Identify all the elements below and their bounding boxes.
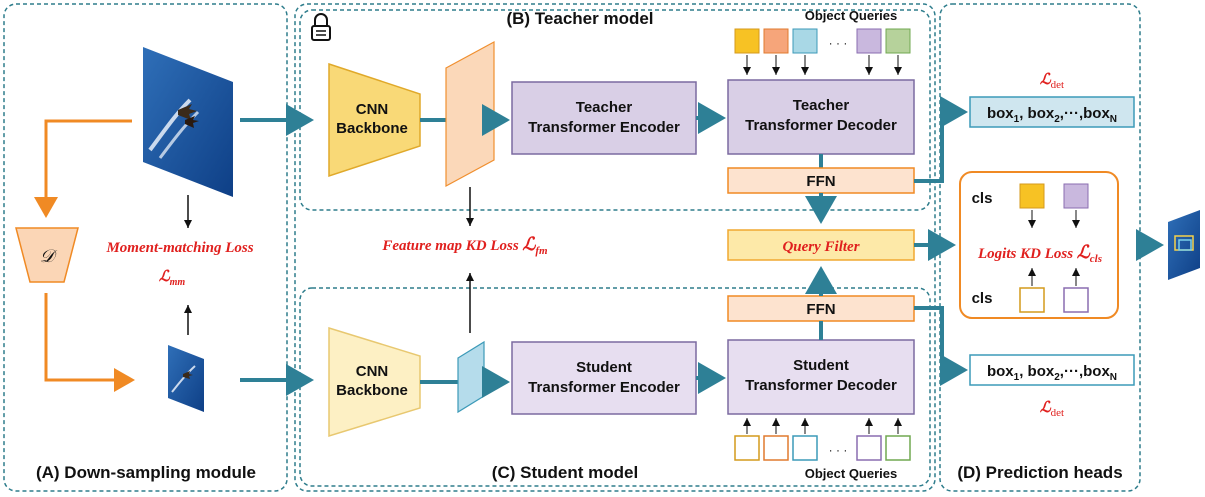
teacher-query-1 bbox=[734, 28, 760, 54]
student-box-output-text: box1, box2,···,boxN bbox=[987, 363, 1117, 383]
teacher-query-2 bbox=[763, 28, 789, 54]
teacher-query-dots: · · · bbox=[829, 36, 848, 50]
input-image-large bbox=[143, 47, 233, 197]
downsampler-symbol: 𝒟 bbox=[40, 246, 58, 267]
student-cls-query-2 bbox=[1063, 287, 1089, 313]
student-cnn-backbone bbox=[328, 326, 421, 438]
student-box-output bbox=[969, 354, 1135, 386]
teacher-ffn bbox=[727, 167, 915, 194]
student-cls-query-1 bbox=[1019, 287, 1045, 313]
logits-kd-loss-label: Logits KD Loss ℒcls bbox=[977, 242, 1102, 265]
teacher-box-output-text: box1, box2,···,boxN bbox=[987, 105, 1117, 125]
teacher-decoder-label-2: Transformer Decoder bbox=[745, 117, 897, 134]
student-backbone-label-1: CNN bbox=[356, 363, 389, 380]
student-ffn bbox=[727, 295, 915, 322]
query-filter-label: Query Filter bbox=[782, 239, 859, 255]
student-det-loss: ℒdet bbox=[1040, 400, 1064, 419]
moment-matching-loss-symbol: ℒmm bbox=[159, 269, 186, 288]
student-ffn-to-boxes bbox=[914, 306, 968, 386]
panel-outer-model bbox=[294, 3, 936, 492]
teacher-cls-label: cls bbox=[972, 190, 993, 207]
teacher-object-queries-label: Object Queries bbox=[805, 8, 897, 23]
teacher-cnn-backbone bbox=[328, 62, 421, 178]
teacher-backbone-label-2: Backbone bbox=[336, 120, 408, 137]
student-query-dots: · · · bbox=[829, 443, 848, 457]
orange-arrow-right bbox=[44, 293, 135, 392]
panel-title-heads: (D) Prediction heads bbox=[957, 463, 1122, 482]
teacher-transformer-decoder bbox=[727, 79, 915, 155]
student-backbone-label-2: Backbone bbox=[336, 382, 408, 399]
panel-teacher bbox=[299, 9, 931, 211]
teacher-backbone-label-1: CNN bbox=[356, 101, 389, 118]
teacher-cls-query-2 bbox=[1063, 183, 1089, 209]
student-query-2 bbox=[763, 435, 789, 461]
student-decoder-label-1: Student bbox=[793, 357, 849, 374]
downsampler-block bbox=[15, 227, 79, 283]
teacher-det-loss: ℒdet bbox=[1040, 72, 1064, 91]
airplane-icon bbox=[178, 104, 197, 120]
teacher-query-5 bbox=[885, 28, 911, 54]
student-object-queries-label: Object Queries bbox=[805, 466, 897, 481]
lock-icon bbox=[311, 13, 331, 41]
student-cls-label: cls bbox=[972, 290, 993, 307]
student-encoder-label-2: Transformer Encoder bbox=[528, 379, 680, 396]
feature-map-loss-label: Feature map KD Loss ℒfm bbox=[381, 234, 548, 257]
student-query-4 bbox=[856, 435, 882, 461]
moment-matching-loss-label: Moment-matching Loss bbox=[105, 240, 253, 256]
teacher-transformer-encoder bbox=[511, 81, 697, 155]
teacher-ffn-label: FFN bbox=[806, 173, 835, 190]
input-image-small bbox=[168, 345, 204, 412]
panel-title-student: (C) Student model bbox=[492, 463, 638, 482]
student-query-5 bbox=[885, 435, 911, 461]
panel-downsampling bbox=[3, 3, 288, 492]
teacher-query-3 bbox=[792, 28, 818, 54]
panel-title-teacher: (B) Teacher model bbox=[506, 9, 653, 28]
teacher-query-4 bbox=[856, 28, 882, 54]
teacher-decoder-label-1: Teacher bbox=[793, 97, 850, 114]
student-object-queries: · · · bbox=[734, 418, 911, 461]
teacher-encoder-label-1: Teacher bbox=[576, 99, 633, 116]
student-query-1 bbox=[734, 435, 760, 461]
student-transformer-encoder bbox=[511, 341, 697, 415]
student-ffn-label: FFN bbox=[806, 301, 835, 318]
student-query-3 bbox=[792, 435, 818, 461]
teacher-feature-map bbox=[445, 40, 495, 188]
student-encoder-label-1: Student bbox=[576, 359, 632, 376]
output-image bbox=[1168, 210, 1200, 280]
teacher-ffn-to-boxes bbox=[914, 96, 968, 183]
student-decoder-label-2: Transformer Decoder bbox=[745, 377, 897, 394]
teacher-cls-query-1 bbox=[1019, 183, 1045, 209]
teacher-encoder-label-2: Transformer Encoder bbox=[528, 119, 680, 136]
panel-title-downsampling: (A) Down-sampling module bbox=[36, 463, 256, 482]
teacher-box-output bbox=[969, 96, 1135, 128]
student-feature-map bbox=[457, 340, 485, 414]
teacher-object-queries: · · · bbox=[734, 28, 911, 75]
orange-arrow-down bbox=[34, 119, 132, 218]
student-transformer-decoder bbox=[727, 339, 915, 415]
